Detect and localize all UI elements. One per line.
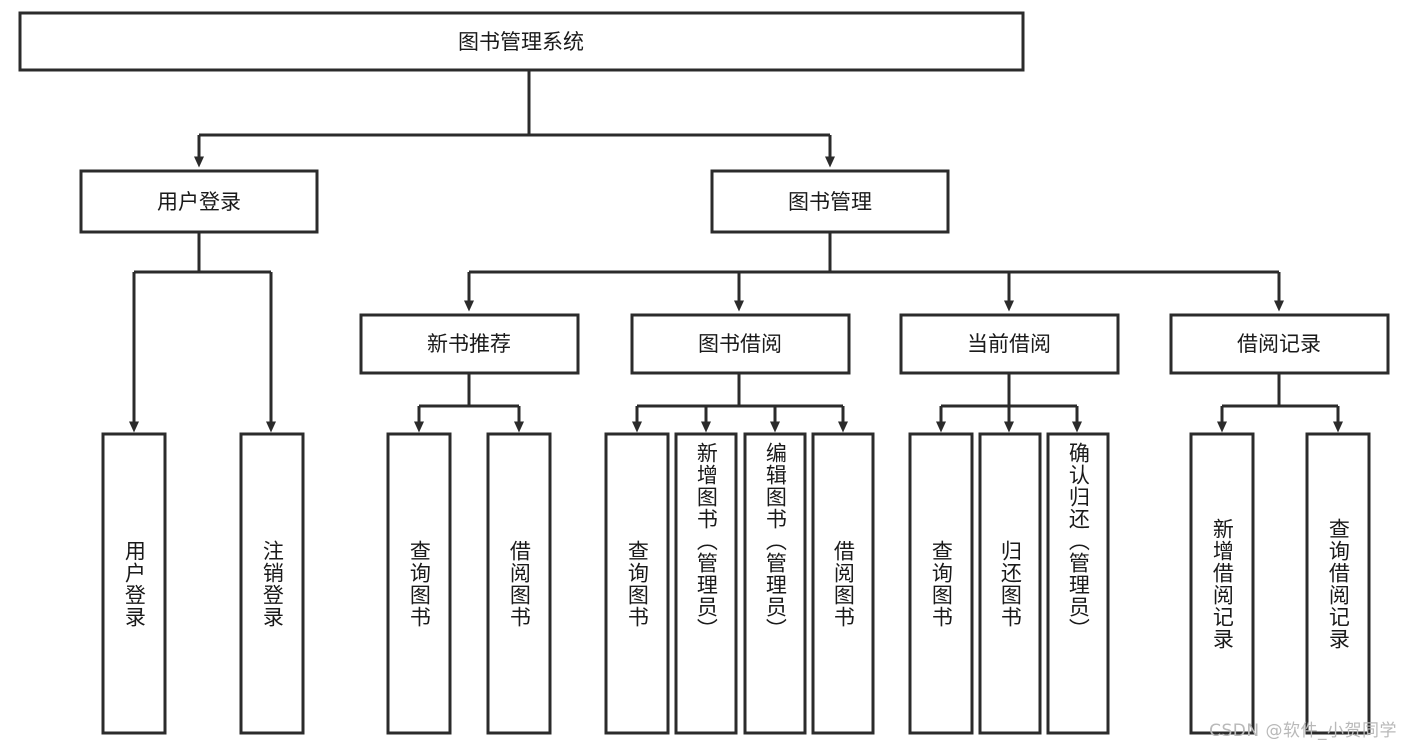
node-leaf-add-record-box[interactable] [1189,432,1255,735]
node-leaf-query-record-box[interactable] [1305,432,1371,735]
node-root-label: 图书管理系统 [458,30,584,54]
node-borrow-record-label: 借阅记录 [1237,332,1321,356]
node-leaf-query-book-3-box[interactable] [908,432,974,735]
node-book-borrow-box[interactable] [630,313,851,375]
watermark-text: CSDN @软件_小贺同学 [1209,721,1397,741]
node-leaf-query-book-2-box[interactable] [604,432,670,735]
node-current-borrow-box[interactable] [899,313,1120,375]
node-leaf-confirm-return-box[interactable] [1046,432,1110,735]
node-leaf-borrow-book-2-box[interactable] [811,432,875,735]
node-leaf-return-book-box[interactable] [978,432,1042,735]
node-leaf-edit-book-box[interactable] [743,432,807,735]
node-new-book-recommend-label: 新书推荐 [427,332,511,356]
node-leaf-logout-box[interactable] [239,432,305,735]
node-group: 图书管理系统 用户登录 图书管理 新书推荐 图书借阅 当前借阅 借阅记录 [18,11,1390,735]
node-leaf-query-book-1-box[interactable] [386,432,452,735]
node-leaf-user-login-box[interactable] [101,432,167,735]
node-user-login-box[interactable] [79,169,319,234]
node-new-book-recommend-box[interactable] [359,313,580,375]
node-borrow-record-box[interactable] [1169,313,1390,375]
node-leaf-add-book-box[interactable] [674,432,738,735]
node-book-borrow-label: 图书借阅 [698,332,782,356]
node-root-box[interactable] [18,11,1025,72]
node-book-manage-label: 图书管理 [788,190,872,214]
edge-group [129,70,1343,433]
node-leaf-borrow-book-1-box[interactable] [486,432,552,735]
node-user-login-label: 用户登录 [157,190,241,214]
node-book-manage-box[interactable] [710,169,950,234]
node-current-borrow-label: 当前借阅 [967,332,1051,356]
